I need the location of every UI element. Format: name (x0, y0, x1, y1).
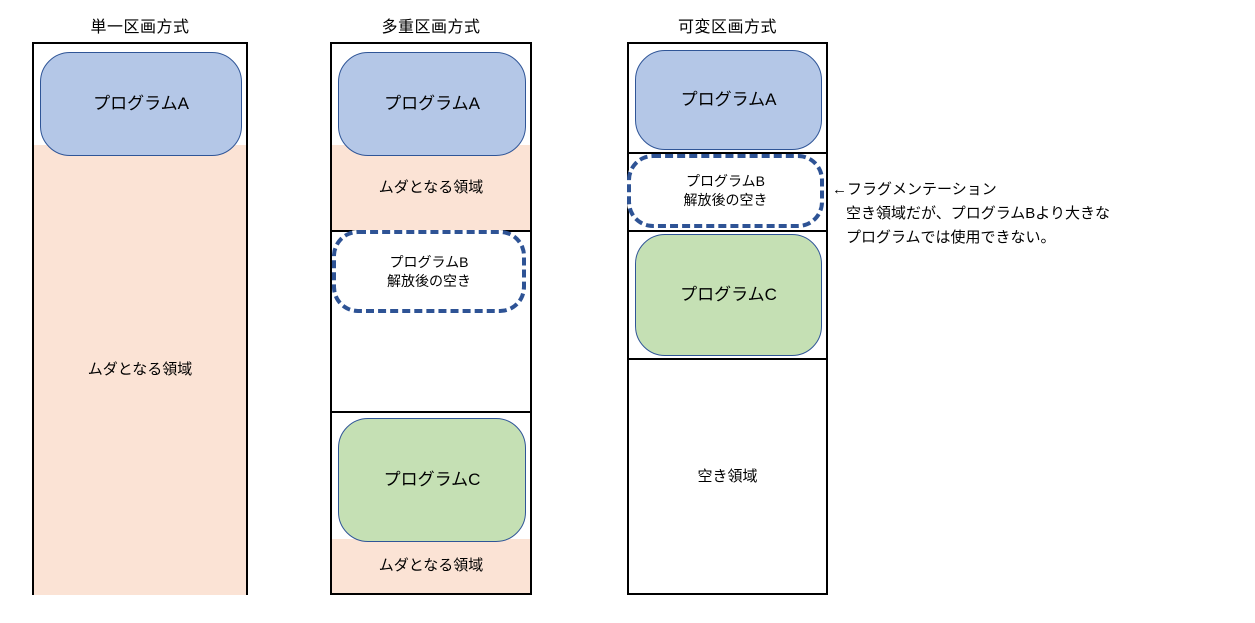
wasted-area-band-multi-1: ムダとなる領域 (332, 145, 530, 230)
program-block-a-variable: プログラムA (635, 50, 822, 150)
wasted-area-band-single: ムダとなる領域 (34, 145, 246, 595)
program-block-a-multi: プログラムA (338, 52, 526, 156)
partition-divider-3 (629, 358, 826, 360)
program-b-freed-label: プログラムB 解放後の空き (684, 172, 768, 210)
wasted-area-label: ムダとなる領域 (87, 361, 193, 378)
free-area-label: 空き領域 (697, 467, 758, 485)
program-c-label: プログラムC (383, 470, 481, 489)
program-block-b-freed-variable: プログラムB 解放後の空き (627, 154, 824, 228)
memory-column-variable-partition: 空き領域 プログラムA プログラムB 解放後の空き プログラムC (627, 42, 828, 595)
program-b-freed-line1: プログラムB (686, 173, 765, 189)
fragmentation-annotation: ←フラグメンテーション 空き領域だが、プログラムBより大きな プログラムでは使用… (832, 178, 1110, 250)
column-title-single-partition: 単一区画方式 (90, 19, 190, 36)
program-block-c-variable: プログラムC (635, 234, 822, 356)
column-title-multi-partition: 多重区画方式 (381, 19, 481, 36)
program-block-a-single: プログラムA (40, 52, 242, 156)
fragmentation-annotation-line-2: 空き領域だが、プログラムBより大きな (846, 205, 1110, 222)
partition-divider-1 (629, 152, 826, 154)
column-title-variable-partition: 可変区画方式 (677, 19, 777, 36)
partition-divider-2 (332, 411, 530, 413)
program-a-label: プログラムA (680, 90, 777, 109)
program-block-c-multi: プログラムC (338, 418, 526, 542)
partition-divider-2 (629, 230, 826, 232)
wasted-area-label: ムダとなる領域 (378, 178, 484, 196)
program-b-freed-line2: 解放後の空き (387, 272, 471, 289)
free-area-band-variable: 空き領域 (629, 360, 826, 593)
fragmentation-annotation-line-1: ←フラグメンテーション (832, 178, 1110, 202)
fragmentation-annotation-line-3: プログラムでは使用できない。 (846, 229, 1056, 246)
program-b-freed-line2: 解放後の空き (683, 192, 768, 208)
memory-column-multi-partition: ムダとなる領域 ムダとなる領域 プログラムA プログラムB 解放後の空き プログ… (330, 42, 532, 595)
memory-column-single-partition: ムダとなる領域 プログラムA (32, 42, 248, 595)
arrow-left-icon: ← (832, 181, 847, 198)
program-c-label: プログラムC (680, 285, 777, 304)
wasted-area-label: ムダとなる領域 (378, 557, 484, 574)
program-a-label: プログラムA (93, 94, 189, 113)
program-block-b-freed-multi: プログラムB 解放後の空き (332, 230, 526, 313)
fragmentation-title: フラグメンテーション (847, 181, 997, 198)
program-b-freed-line1: プログラムB (389, 253, 469, 270)
program-a-label: プログラムA (384, 94, 480, 113)
program-b-freed-label: プログラムB 解放後の空き (387, 253, 471, 291)
wasted-area-band-multi-3: ムダとなる領域 (332, 539, 530, 593)
